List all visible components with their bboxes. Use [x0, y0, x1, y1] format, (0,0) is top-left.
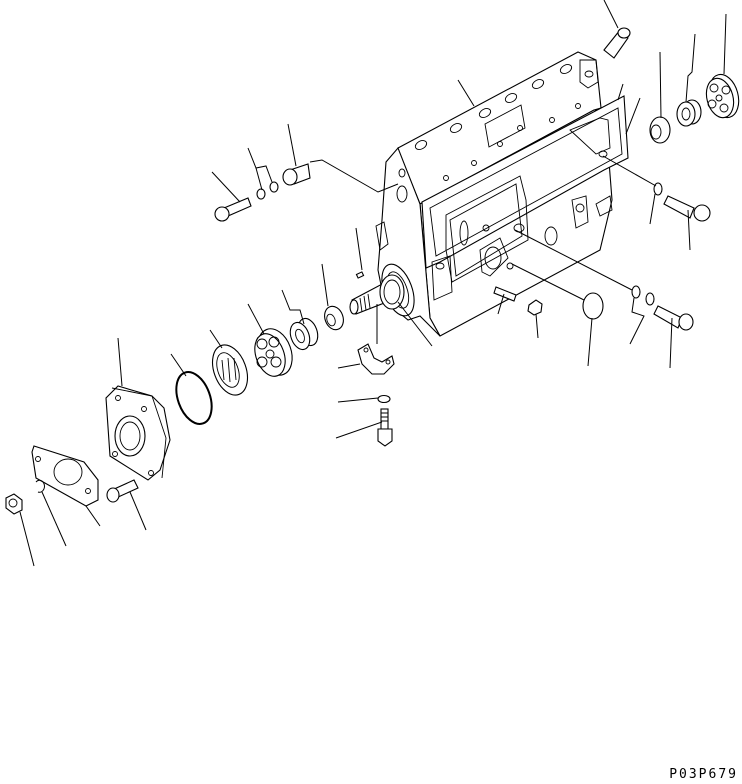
cover-washers-lower	[631, 285, 655, 306]
stud	[493, 286, 517, 302]
center-bearing	[357, 343, 395, 375]
hex-bolt-left	[214, 197, 252, 222]
pump-housing	[375, 51, 629, 337]
key	[355, 271, 365, 279]
hex-nut	[5, 493, 23, 515]
oil-seal	[211, 344, 249, 396]
spring-washer	[35, 479, 45, 493]
cover-bolt-upper	[663, 195, 711, 222]
lock-washer-center	[377, 394, 391, 404]
drawing-code-label: P03P679	[669, 767, 738, 782]
nut-small	[527, 299, 543, 316]
leader-lines	[19, 0, 727, 567]
spacer	[324, 305, 344, 331]
flange-plate	[31, 445, 99, 507]
banjo-bolt	[282, 163, 311, 186]
gasket-pair	[256, 181, 279, 200]
delivery-valve-holder	[603, 27, 631, 59]
seal-ring-right	[676, 99, 702, 127]
bushing-right	[649, 116, 671, 144]
cover-bolt-lower	[653, 305, 694, 331]
cover-washer-upper	[653, 182, 663, 196]
center-bolt	[377, 408, 393, 447]
o-ring	[175, 371, 213, 425]
bearing-left	[254, 328, 293, 377]
shim-set	[289, 317, 319, 351]
flange-bolt	[106, 479, 139, 503]
camshaft	[349, 274, 405, 315]
bearing-right	[705, 73, 740, 119]
plug-cap	[582, 292, 604, 320]
bearing-cover	[105, 385, 171, 481]
